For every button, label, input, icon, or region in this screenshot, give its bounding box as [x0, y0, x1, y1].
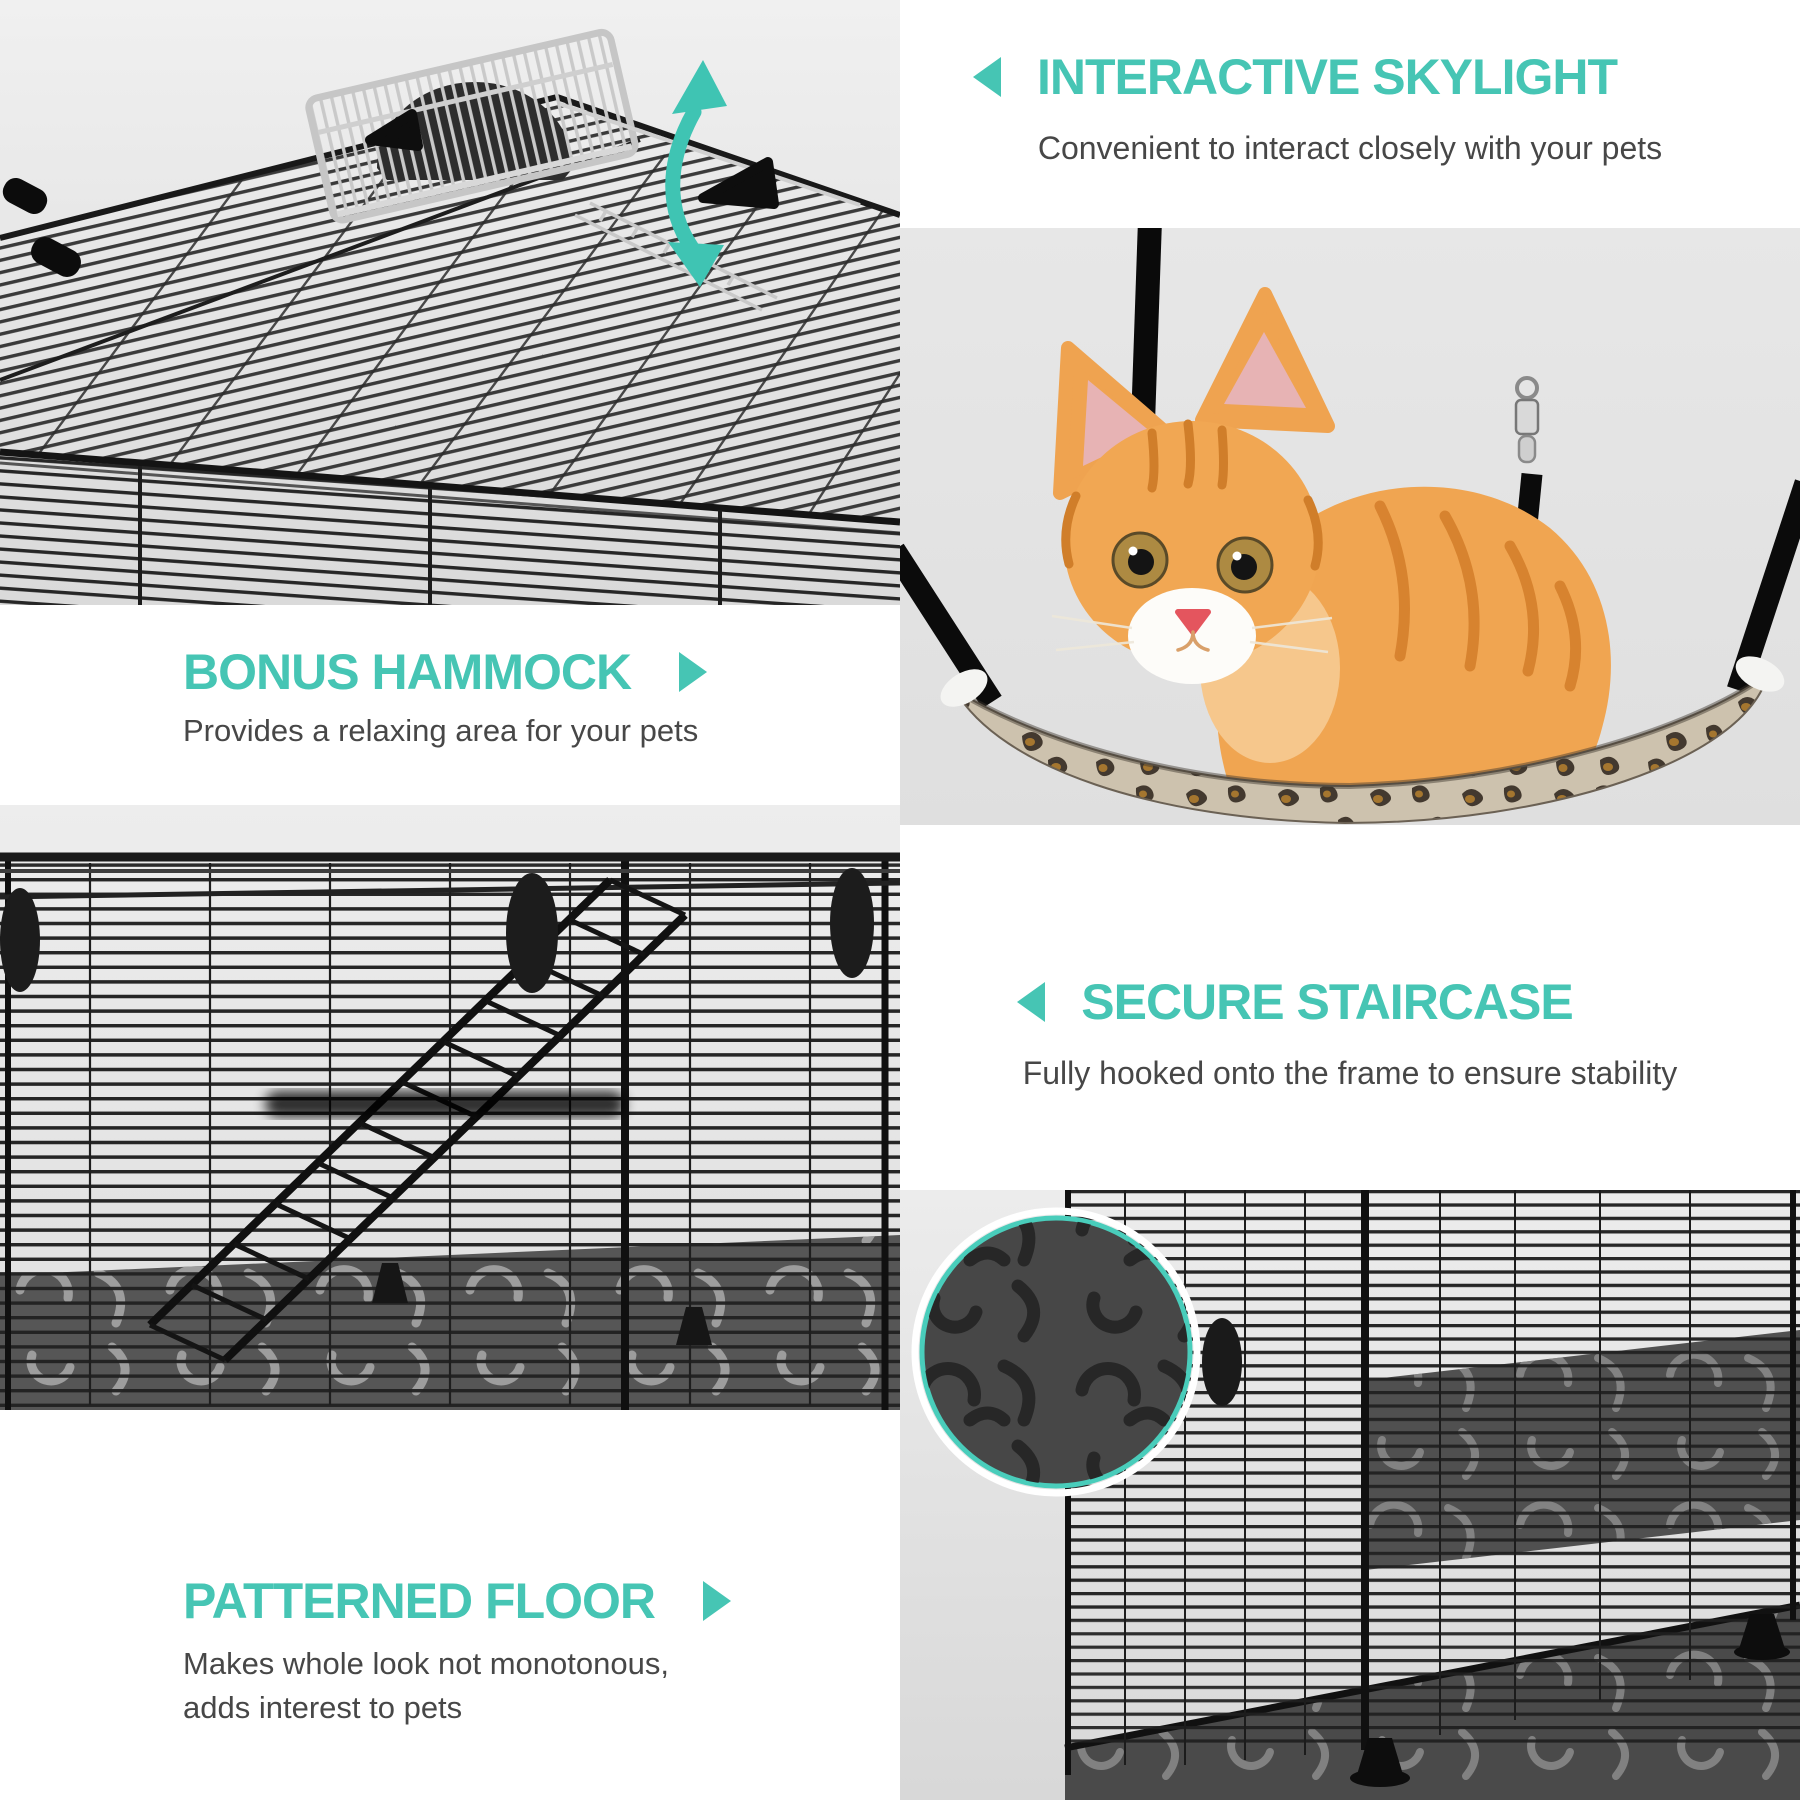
connector-discs	[0, 868, 874, 993]
section-subtitle: Fully hooked onto the frame to ensure st…	[1022, 1055, 1678, 1091]
section-title: PATTERNED FLOOR	[183, 1573, 656, 1629]
cage-feet	[1350, 1614, 1790, 1787]
leopard-hammock	[940, 656, 1785, 825]
skylight-open-door	[305, 28, 639, 224]
triangle-right-icon	[703, 1581, 732, 1621]
section-title: SECURE STAIRCASE	[1081, 974, 1573, 1030]
triangle-left-icon	[972, 57, 1001, 97]
section-subtitle: Convenient to interact closely with your…	[1037, 130, 1663, 166]
pattern-magnifier-circle	[911, 1207, 1201, 1497]
triangle-right-icon	[679, 652, 708, 692]
connector-disc	[1202, 1318, 1242, 1406]
strap-metal-clip	[1514, 376, 1540, 464]
section-patterned-floor: PATTERNED FLOOR Makes whole look not mon…	[0, 1410, 900, 1800]
section-title: INTERACTIVE SKYLIGHT	[1036, 49, 1618, 105]
cage-staircase-photo	[0, 805, 900, 1410]
triangle-left-icon	[1017, 982, 1046, 1022]
section-interactive-skylight: INTERACTIVE SKYLIGHT Convenient to inter…	[900, 0, 1800, 228]
section-bonus-hammock: BONUS HAMMOCK Provides a relaxing area f…	[0, 605, 900, 805]
cage-skylight-photo	[0, 0, 900, 605]
cage-side-wall	[0, 455, 900, 605]
section-secure-staircase: SECURE STAIRCASE Fully hooked onto the f…	[900, 825, 1800, 1190]
section-title: BONUS HAMMOCK	[183, 644, 632, 700]
swing-arrow-icon	[665, 60, 727, 287]
patterned-floor-detail-photo	[900, 1190, 1800, 1800]
section-subtitle: Makes whole look not monotonous, adds in…	[183, 1646, 669, 1726]
kitten-hammock-photo	[900, 228, 1800, 825]
roof-clamps	[365, 109, 779, 209]
orange-kitten	[1051, 287, 1611, 795]
section-subtitle: Provides a relaxing area for your pets	[183, 713, 699, 748]
